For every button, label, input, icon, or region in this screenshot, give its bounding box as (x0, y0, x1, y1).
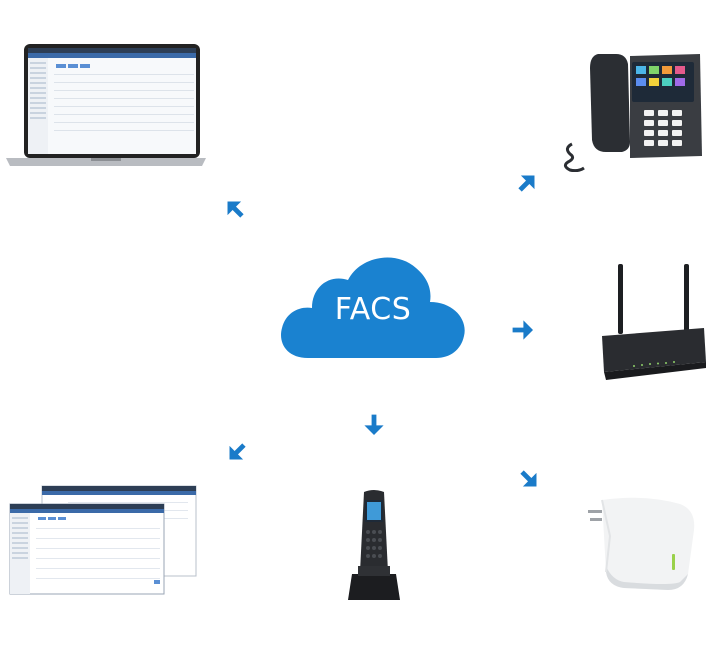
arrow-to-router (512, 320, 533, 340)
cloud-label: FACS (334, 292, 412, 327)
laptop-icon (6, 44, 206, 166)
arrow-to-plug-adapter (515, 465, 544, 494)
arrow-to-laptop (220, 194, 249, 223)
plug-adapter-icon (588, 497, 695, 590)
web-console-icon (9, 485, 197, 595)
arrow-to-web-console (222, 438, 251, 467)
desk-phone-icon (563, 54, 702, 172)
dect-handset-icon (348, 490, 400, 600)
router-icon (602, 264, 706, 380)
cloud-icon (281, 257, 465, 358)
arrow-to-dect-handset (364, 414, 384, 435)
arrow-to-desk-phone (513, 168, 542, 197)
